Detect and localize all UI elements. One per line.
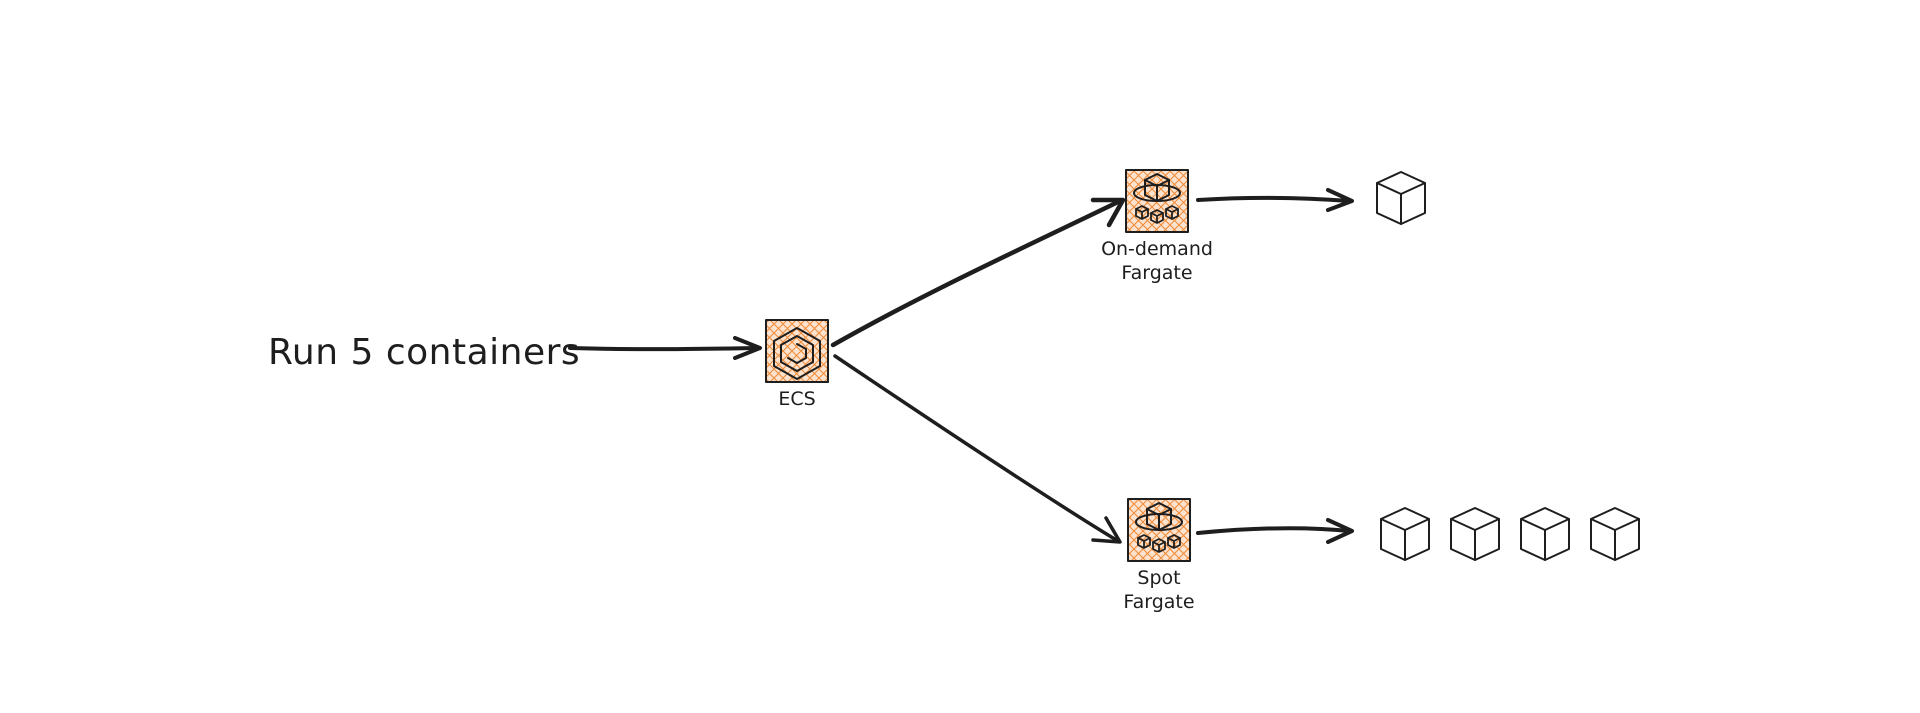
on-demand-fargate-node: On-demand Fargate (1101, 169, 1213, 284)
container-cube-icon (1380, 507, 1430, 561)
container-cube-icon (1450, 507, 1500, 561)
on-demand-label-line2: Fargate (1121, 262, 1192, 284)
diagram-title: Run 5 containers (268, 332, 580, 373)
container-cube-icon (1376, 171, 1426, 225)
spot-fargate-node: Spot Fargate (1123, 498, 1195, 613)
ecs-node: ECS (765, 319, 829, 410)
arrow-on-demand-to-container (1196, 188, 1354, 212)
spot-label-line1: Spot (1137, 567, 1180, 589)
spot-label-line2: Fargate (1123, 591, 1194, 613)
arrow-spot-to-containers (1196, 518, 1354, 544)
arrow-title-to-ecs (568, 336, 762, 360)
ecs-icon (773, 327, 821, 380)
container-cube-icon (1520, 507, 1570, 561)
spot-containers (1380, 507, 1640, 561)
arrow-ecs-to-spot (833, 354, 1122, 544)
on-demand-label-line1: On-demand (1101, 238, 1213, 260)
fargate-icon (1133, 173, 1181, 224)
ecs-label: ECS (778, 388, 815, 410)
arrow-ecs-to-on-demand (830, 197, 1126, 348)
container-cube-icon (1590, 507, 1640, 561)
fargate-icon (1135, 502, 1183, 553)
on-demand-containers (1376, 171, 1426, 225)
